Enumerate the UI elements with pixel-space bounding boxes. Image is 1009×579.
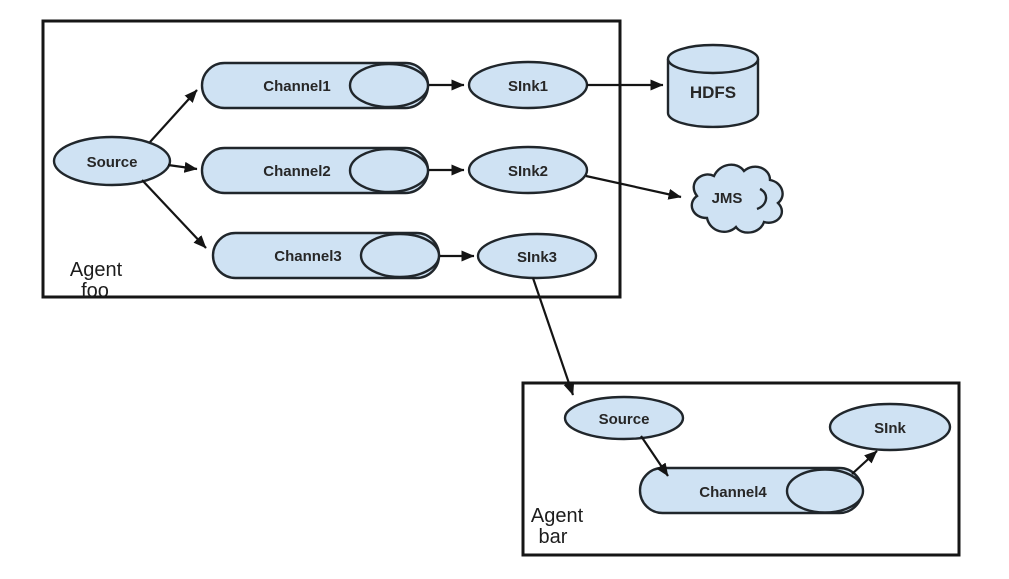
edge-bar-source-to-channel4 (640, 435, 669, 477)
channel2-end-cap (348, 147, 430, 194)
agent-bar-label-line1: Agent (531, 505, 584, 527)
jms-label: JMS (712, 190, 743, 207)
channel2-label: Channel2 (263, 163, 331, 180)
sink2-node: SInk2 (467, 145, 589, 195)
agent-foo-label-line1: Agent (70, 259, 123, 281)
channel3-node: Channel3 (211, 231, 441, 280)
agent-foo-label-line2: foo (81, 280, 109, 302)
bar-sink-label: SInk (874, 420, 906, 437)
channel3-end-cap (359, 232, 441, 279)
edge-sink2-to-jms (585, 174, 682, 200)
agent-foo-source-node: Source (52, 135, 172, 187)
edge-source-to-channel3 (141, 179, 207, 249)
hdfs-label: HDFS (690, 83, 736, 102)
agent-foo-group: Agent foo Source Channel1 Channel2 Chann… (41, 19, 622, 302)
agent-bar-label-line2: bar (539, 526, 568, 548)
channel1-end-cap (348, 62, 430, 109)
channel4-label: Channel4 (699, 484, 767, 501)
sink2-ellipse (467, 145, 589, 195)
bar-sink-ellipse (828, 402, 952, 452)
edge-source-to-channel2 (167, 161, 198, 173)
source-ellipse (52, 135, 172, 187)
edge-sink3-to-bar-source (531, 277, 575, 396)
channel2-node: Channel2 (200, 146, 430, 195)
database-cylinder-icon (666, 59, 760, 129)
cloud-icon (690, 163, 784, 234)
sink1-node: SInk1 (467, 60, 589, 110)
agent-bar-group: Agent bar Source Channel4 SInk (521, 381, 961, 557)
sink3-label: SInk3 (517, 249, 557, 266)
sink3-ellipse (476, 232, 598, 280)
source-label: Source (87, 154, 138, 171)
channel4-node: Channel4 (638, 466, 865, 515)
bar-source-label: Source (599, 411, 650, 428)
agent-bar-box (521, 381, 961, 557)
bar-sink-node: SInk (828, 402, 952, 452)
channel4-end-cap (785, 468, 865, 514)
cloud-curl-icon (756, 187, 768, 211)
channel3-label: Channel3 (274, 248, 342, 265)
channel1-node: Channel1 (200, 61, 430, 110)
sink3-node: SInk3 (476, 232, 598, 280)
channel1-label: Channel1 (263, 78, 331, 95)
database-cylinder-top-icon (666, 43, 760, 75)
sink2-label: SInk2 (508, 163, 548, 180)
edge-source-to-channel1 (149, 89, 198, 143)
bar-source-ellipse (563, 395, 685, 441)
agent-bar-source-node: Source (563, 395, 685, 441)
sink1-label: SInk1 (508, 78, 548, 95)
hdfs-node: HDFS (666, 43, 760, 129)
agent-foo-box (41, 19, 622, 299)
edge-channel4-to-bar-sink (851, 450, 878, 475)
jms-node: JMS (690, 163, 784, 234)
